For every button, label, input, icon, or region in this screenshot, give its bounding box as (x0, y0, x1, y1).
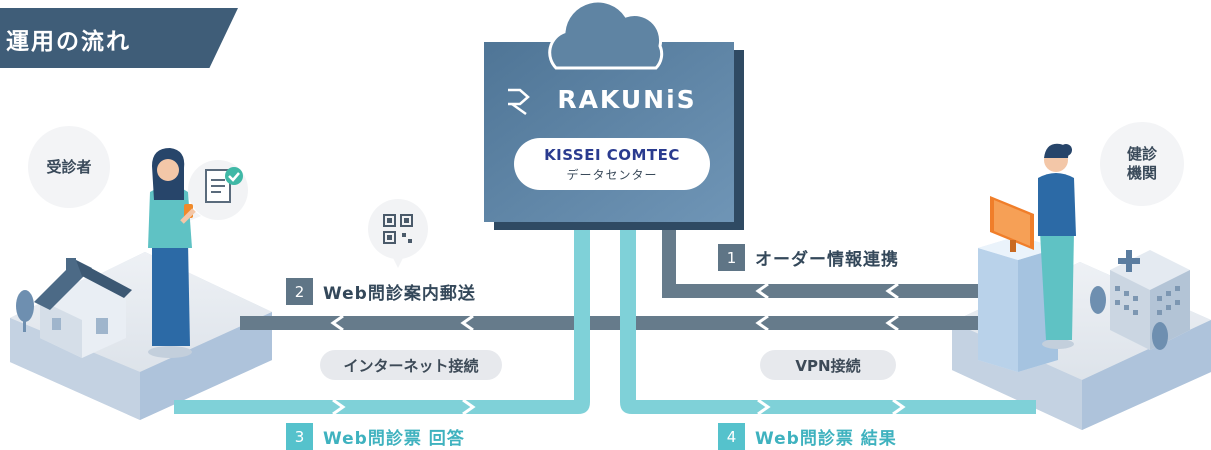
rakunis-brand: RAKUNiS (557, 85, 697, 114)
cloud-icon (548, 0, 664, 70)
woman-icon (148, 148, 196, 358)
computer-icon (990, 196, 1034, 252)
examinee-text: 受診者 (46, 157, 92, 176)
step-1-label: オーダー情報連携 (755, 250, 899, 270)
gray-arrows (330, 282, 899, 332)
step-4: 4 Web問診票 結果 (718, 423, 897, 450)
house-icon (34, 258, 132, 358)
gray-flow-lines (240, 228, 982, 330)
step-4-label: Web問診票 結果 (755, 429, 897, 449)
company-pill: KISSEI COMTEC データセンター (514, 138, 710, 190)
step-2-label: Web問診案内郵送 (323, 284, 476, 304)
title-banner (0, 8, 238, 68)
step-4-number: 4 (718, 423, 745, 450)
examinee-label: 受診者 (28, 126, 110, 208)
institution-text: 健診 機関 (1126, 145, 1157, 182)
step-1: 1 オーダー情報連携 (718, 244, 899, 271)
receptionist-icon (1038, 143, 1076, 349)
qr-code-icon (368, 199, 428, 268)
internet-connection-badge: インターネット接続 (320, 350, 502, 380)
rakunis-logo-icon (508, 88, 530, 116)
document-check-icon (187, 160, 248, 222)
datacenter-label: データセンター (566, 168, 658, 182)
step-1-number: 1 (718, 244, 745, 271)
hospital-icon (1090, 250, 1190, 350)
teal-arrows (332, 398, 906, 416)
datacenter-server (484, 42, 744, 230)
step-3-label: Web問診票 回答 (323, 429, 465, 449)
step-2-number: 2 (286, 278, 313, 305)
tree-icon (16, 290, 34, 332)
page-title: 運用の流れ (6, 29, 131, 55)
vpn-connection-badge: VPN接続 (760, 350, 896, 380)
company-name: KISSEI COMTEC (544, 146, 680, 164)
step-3: 3 Web問診票 回答 (286, 423, 465, 450)
step-2: 2 Web問診案内郵送 (286, 278, 476, 305)
institution-label: 健診 機関 (1100, 122, 1184, 206)
step-3-number: 3 (286, 423, 313, 450)
